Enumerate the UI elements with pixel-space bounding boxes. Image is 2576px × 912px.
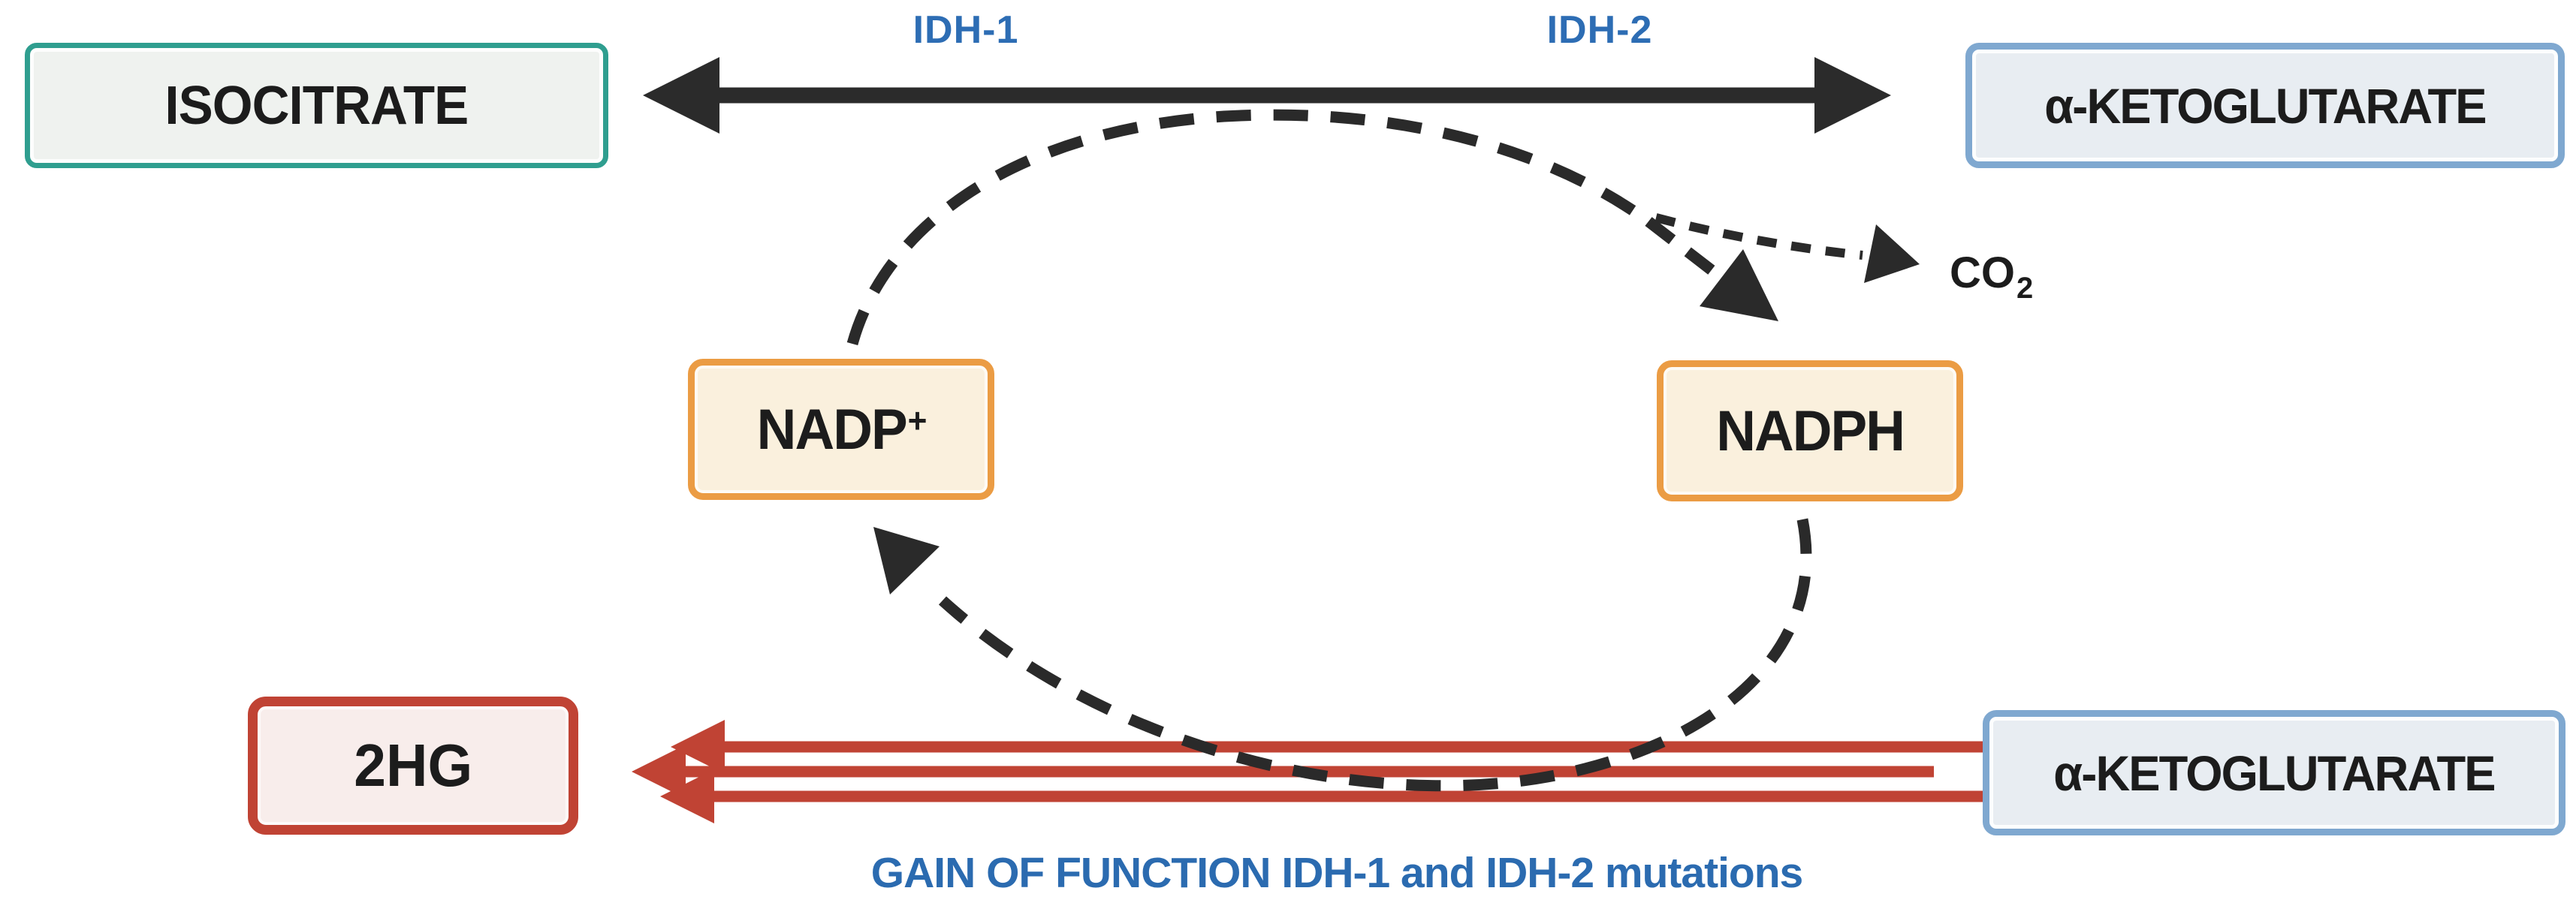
gain-of-function-triple-arrow xyxy=(632,720,2001,823)
nadp-superscript: + xyxy=(907,400,928,440)
idh1-enzyme-label: IDH-1 xyxy=(912,8,1019,52)
co2-subscript: 2 xyxy=(2016,272,2034,305)
box-nadp-plus: NADP+ xyxy=(688,359,994,500)
cycle-bottom-arc xyxy=(938,518,1812,792)
co2-arrowhead xyxy=(1864,224,1920,283)
idh-reversible-arrow xyxy=(643,57,1891,134)
right-arrowhead xyxy=(1814,57,1891,134)
red-arrowhead-top xyxy=(671,720,725,774)
alpha-ketoglutarate-bottom-label: α-KETOGLUTARATE xyxy=(2053,745,2496,801)
nadp-plus-label: NADP+ xyxy=(756,397,928,462)
cycle-top-arc xyxy=(846,109,1652,346)
co2-label: CO2 xyxy=(1950,248,2034,305)
red-arrowhead-bottom xyxy=(660,769,714,823)
box-alpha-ketoglutarate-top: α-KETOGLUTARATE xyxy=(1965,43,2565,168)
box-2hg: 2HG xyxy=(248,697,578,835)
nadph-arrowhead xyxy=(1700,249,1778,321)
left-arrowhead xyxy=(643,57,719,134)
2hg-label: 2HG xyxy=(354,732,472,799)
gain-of-function-caption: GAIN OF FUNCTION IDH-1 and IDH-2 mutatio… xyxy=(870,849,1804,897)
idh2-enzyme-label: IDH-2 xyxy=(1546,8,1653,52)
box-alpha-ketoglutarate-bottom: α-KETOGLUTARATE xyxy=(1983,710,2565,835)
box-nadph: NADPH xyxy=(1657,360,1963,501)
red-arrowhead-middle xyxy=(632,745,686,799)
alpha-ketoglutarate-top-label: α-KETOGLUTARATE xyxy=(2044,77,2487,134)
nadp-arrowhead xyxy=(873,527,940,594)
nadph-label: NADPH xyxy=(1716,399,1905,463)
branch-to-co2 xyxy=(1654,213,1863,260)
isocitrate-label: ISOCITRATE xyxy=(164,75,469,136)
branch-to-nadph xyxy=(1645,217,1725,282)
nadp-nadph-cycle xyxy=(846,109,1920,792)
box-isocitrate: ISOCITRATE xyxy=(25,43,608,168)
